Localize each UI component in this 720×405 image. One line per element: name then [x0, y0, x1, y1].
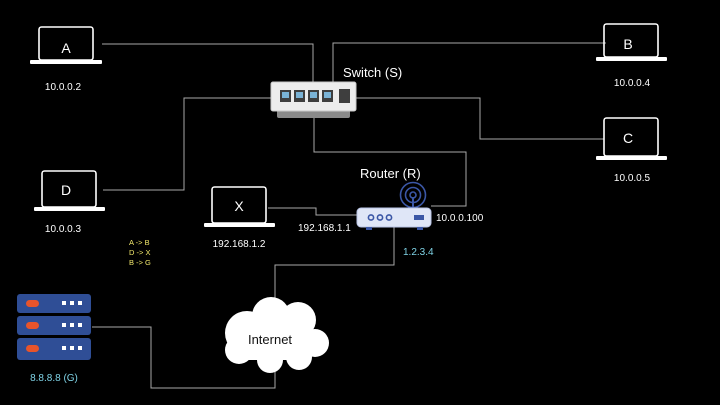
wire-b-switch: [332, 42, 606, 83]
laptop-c: C 10.0.0.5: [596, 117, 667, 184]
ip-label: 10.0.0.5: [614, 173, 651, 184]
internet-cloud: Internet: [225, 297, 329, 373]
wire-switch-router: [313, 117, 467, 207]
switch: Switch (S): [270, 65, 402, 118]
switch-label: Switch (S): [343, 65, 402, 80]
switch-port-light: [282, 92, 289, 98]
laptop-base: [596, 57, 667, 61]
router-foot: [366, 227, 372, 230]
flow-note: B -> G: [129, 258, 151, 267]
laptop-base: [204, 223, 275, 227]
laptop-b: B 10.0.0.4: [596, 23, 667, 89]
ip-label: 10.0.0.3: [45, 224, 82, 235]
wire-c-switch: [356, 97, 604, 140]
connections: [92, 42, 606, 389]
laptop-x: X 192.168.1.2: [204, 186, 275, 250]
router-foot: [417, 227, 423, 230]
flow-note: D -> X: [129, 248, 150, 257]
wire-d-switch: [103, 97, 272, 191]
flow-note: A -> B: [129, 238, 150, 247]
laptop-name: A: [61, 40, 71, 56]
wire-server-internet: [92, 326, 276, 389]
ip-label: 192.168.1.2: [213, 239, 266, 250]
router-indicator: [414, 215, 424, 220]
wire-router-internet: [274, 227, 395, 300]
cloud-icon: [225, 297, 329, 373]
laptop-base: [596, 156, 667, 160]
server-unit: [17, 294, 91, 313]
router-label: Router (R): [360, 166, 421, 181]
ip-label: 10.0.0.2: [45, 82, 82, 93]
flow-notes: A -> B D -> X B -> G: [129, 238, 151, 267]
laptop-d: D 10.0.0.3: [34, 170, 105, 235]
wire-a-switch: [102, 43, 314, 83]
wire-x-router: [268, 207, 357, 216]
server-label: 8.8.8.8 (G): [30, 373, 78, 384]
server-unit: [17, 338, 91, 360]
router: Router (R) 10.0.0.100 192.168.1.1 1.2.3.…: [298, 166, 484, 258]
laptop-base: [30, 60, 102, 64]
router-body: [356, 207, 432, 228]
laptop-name: C: [623, 130, 633, 146]
laptop-name: X: [234, 198, 244, 214]
router-port: [385, 214, 393, 221]
ip-label: 10.0.0.4: [614, 78, 651, 89]
switch-port: [339, 89, 350, 103]
laptop-name: D: [61, 182, 71, 198]
laptop-base: [34, 207, 105, 211]
server-unit: [17, 316, 91, 335]
switch-port-light: [324, 92, 331, 98]
laptop-a: A 10.0.0.2: [30, 26, 102, 93]
router-port: [376, 214, 384, 221]
switch-port-light: [296, 92, 303, 98]
switch-port-light: [310, 92, 317, 98]
router-port: [367, 214, 375, 221]
laptop-name: B: [623, 36, 632, 52]
server-stack: 8.8.8.8 (G): [17, 294, 91, 384]
router-wan-ip: 1.2.3.4: [403, 247, 434, 258]
router-lan-ip: 10.0.0.100: [436, 213, 484, 224]
router-inner-ip: 192.168.1.1: [298, 223, 351, 234]
internet-label: Internet: [248, 332, 292, 347]
switch-ports: [280, 89, 350, 103]
